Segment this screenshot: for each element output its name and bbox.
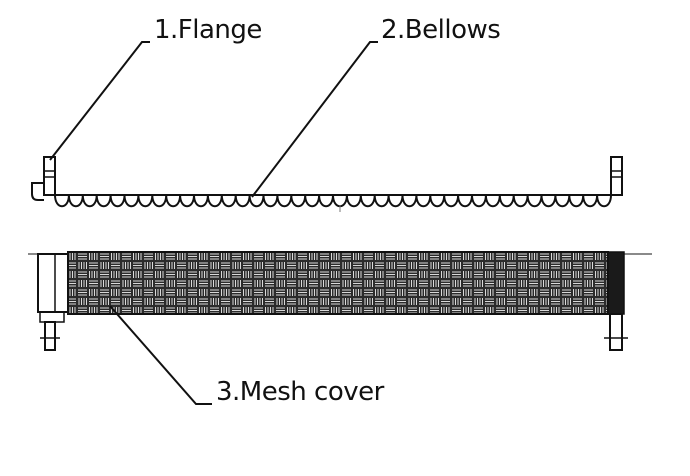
mesh-cover-view [28,251,652,351]
bellows-fold-line [54,194,612,208]
left-flange-housing [37,253,69,351]
leader-line-mesh-cover [109,305,212,405]
right-flange-housing [604,251,628,351]
leader-line-flange [49,41,150,161]
left-flange [31,156,56,201]
bellows-label: 2.Bellows [381,15,501,45]
leader-line-bellows [251,41,378,198]
right-flange [610,156,623,196]
mesh-cover [67,251,609,315]
bellows-view [31,156,623,212]
mesh-cover-label: 3.Mesh cover [216,377,384,407]
bellows-folds [54,194,612,208]
flange-label: 1.Flange [154,15,262,45]
